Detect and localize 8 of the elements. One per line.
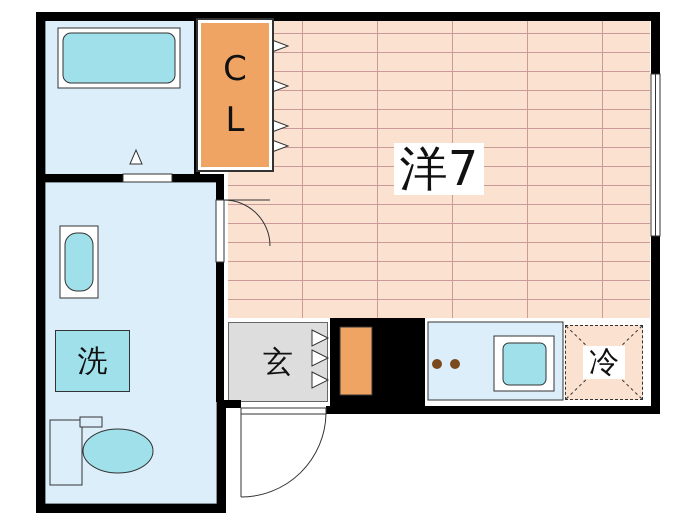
room-label: 洋7 bbox=[394, 142, 484, 196]
fridge-label: 冷 bbox=[583, 346, 625, 379]
closet-label: C L bbox=[222, 48, 248, 142]
entrance-floor bbox=[228, 322, 328, 402]
closet bbox=[198, 20, 272, 170]
entrance-label: 玄 bbox=[262, 346, 294, 378]
washer-label: 洗 bbox=[76, 344, 108, 378]
washer-box bbox=[55, 330, 130, 392]
